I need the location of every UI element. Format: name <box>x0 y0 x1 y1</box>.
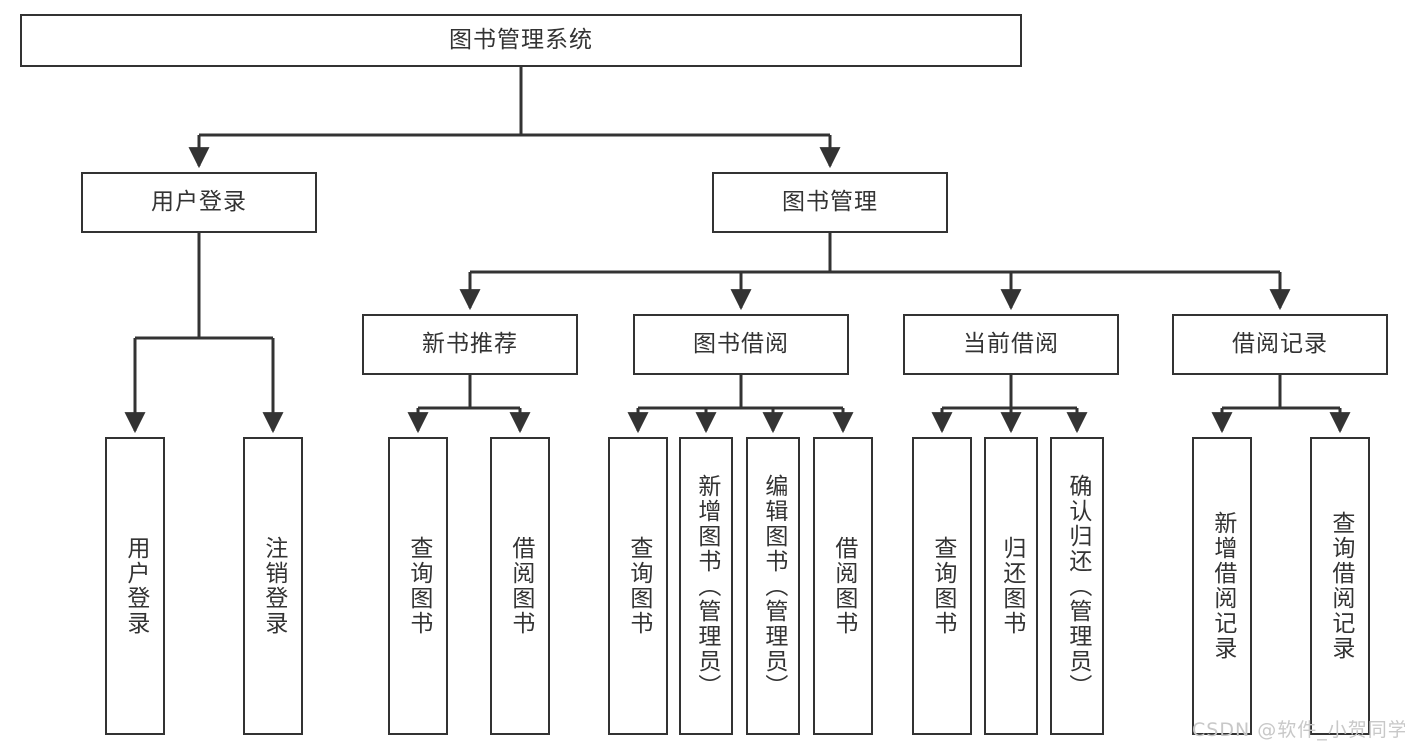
node-new-book-rec-label: 新书推荐 <box>422 330 518 357</box>
node-leaf-query-record[interactable]: 查询借阅记录 <box>1310 437 1370 735</box>
node-leaf-query-book-borrow[interactable]: 查询图书 <box>608 437 668 735</box>
node-leaf-borrow-book-rec-label: 借阅图书 <box>507 536 534 636</box>
node-current-borrow-label: 当前借阅 <box>963 330 1059 357</box>
node-leaf-query-book-rec[interactable]: 查询图书 <box>388 437 448 735</box>
node-leaf-user-logout[interactable]: 注销登录 <box>243 437 303 735</box>
node-leaf-return-book[interactable]: 归还图书 <box>984 437 1038 735</box>
node-book-borrow-label: 图书借阅 <box>693 330 789 357</box>
node-leaf-return-book-label: 归还图书 <box>998 536 1025 636</box>
node-book-manage-label: 图书管理 <box>782 188 878 215</box>
csdn-watermark: CSDN @软件_小贺同学 <box>1192 719 1405 741</box>
node-leaf-borrow-book-label: 借阅图书 <box>830 536 857 636</box>
node-leaf-add-record-label: 新增借阅记录 <box>1209 511 1236 661</box>
node-user-login[interactable]: 用户登录 <box>81 172 317 233</box>
node-borrow-record[interactable]: 借阅记录 <box>1172 314 1388 375</box>
node-leaf-query-book-rec-label: 查询图书 <box>405 536 432 636</box>
node-leaf-query-book-cur[interactable]: 查询图书 <box>912 437 972 735</box>
node-leaf-add-book[interactable]: 新增图书（管理员） <box>679 437 733 735</box>
node-book-manage[interactable]: 图书管理 <box>712 172 948 233</box>
node-new-book-rec[interactable]: 新书推荐 <box>362 314 578 375</box>
node-user-login-label: 用户登录 <box>151 188 247 215</box>
node-leaf-user-logout-label: 注销登录 <box>260 536 287 636</box>
node-leaf-confirm-return[interactable]: 确认归还（管理员） <box>1050 437 1104 735</box>
node-root-label: 图书管理系统 <box>449 26 593 53</box>
node-leaf-edit-book-label: 编辑图书（管理员） <box>760 473 787 699</box>
node-leaf-user-login-label: 用户登录 <box>122 536 149 636</box>
node-borrow-record-label: 借阅记录 <box>1232 330 1328 357</box>
node-leaf-query-record-label: 查询借阅记录 <box>1327 511 1354 661</box>
node-leaf-edit-book[interactable]: 编辑图书（管理员） <box>746 437 800 735</box>
node-root[interactable]: 图书管理系统 <box>20 14 1022 67</box>
node-book-borrow[interactable]: 图书借阅 <box>633 314 849 375</box>
node-leaf-add-record[interactable]: 新增借阅记录 <box>1192 437 1252 735</box>
node-leaf-add-book-label: 新增图书（管理员） <box>693 473 720 699</box>
node-leaf-confirm-return-label: 确认归还（管理员） <box>1064 473 1091 699</box>
node-current-borrow[interactable]: 当前借阅 <box>903 314 1119 375</box>
node-leaf-query-book-cur-label: 查询图书 <box>929 536 956 636</box>
node-leaf-user-login[interactable]: 用户登录 <box>105 437 165 735</box>
node-leaf-borrow-book-rec[interactable]: 借阅图书 <box>490 437 550 735</box>
node-leaf-borrow-book[interactable]: 借阅图书 <box>813 437 873 735</box>
node-leaf-query-book-borrow-label: 查询图书 <box>625 536 652 636</box>
